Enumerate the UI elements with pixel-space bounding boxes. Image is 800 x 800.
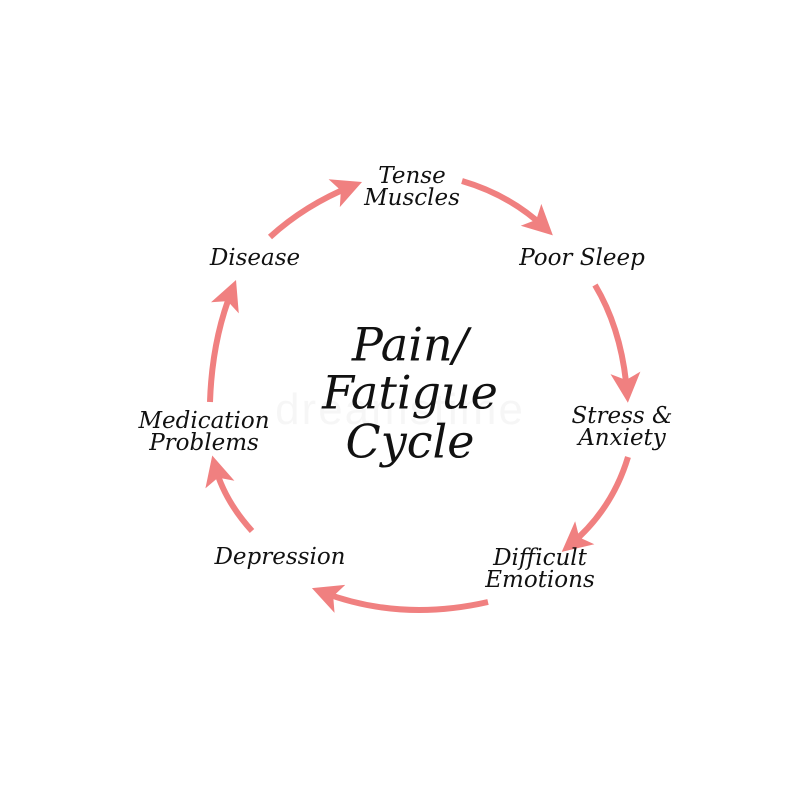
cycle-title: Pain/ Fatigue Cycle — [322, 317, 498, 469]
node-disease: Disease — [209, 245, 301, 272]
node-difficult-emotions: Difficult Emotions — [485, 545, 595, 593]
cycle-title-line: Fatigue — [322, 365, 498, 420]
arrow-emotions-to-depression — [311, 584, 489, 613]
arrow-depression-to-medication — [205, 455, 255, 534]
node-poor-sleep: Poor Sleep — [519, 245, 645, 272]
node-label: Depression — [214, 544, 346, 571]
cycle-title-line: Cycle — [345, 414, 475, 469]
arrow-sleep-to-stress — [592, 283, 641, 403]
arrow-medication-to-disease — [207, 279, 239, 403]
node-tense-muscles: Tense Muscles — [364, 163, 460, 211]
arrow-disease-to-tense — [267, 179, 363, 240]
cycle-title-line: Pain/ — [351, 317, 469, 372]
node-label: Disease — [209, 245, 301, 272]
arrow-tense-to-sleep — [461, 178, 553, 236]
node-label: Muscles — [364, 185, 460, 211]
node-label: Medication — [138, 408, 270, 435]
node-label: Anxiety — [578, 425, 666, 451]
node-stress-anxiety: Stress & Anxiety — [571, 403, 673, 451]
node-depression: Depression — [214, 544, 346, 571]
node-label: Stress & — [571, 403, 673, 430]
node-label: Tense — [378, 163, 446, 190]
node-label: Difficult — [493, 545, 587, 572]
node-medication-problems: Medication Problems — [138, 408, 270, 456]
node-label: Problems — [149, 430, 259, 456]
node-label: Emotions — [485, 567, 595, 593]
node-label: Poor Sleep — [519, 245, 645, 272]
arrow-stress-to-emotions — [561, 456, 631, 552]
